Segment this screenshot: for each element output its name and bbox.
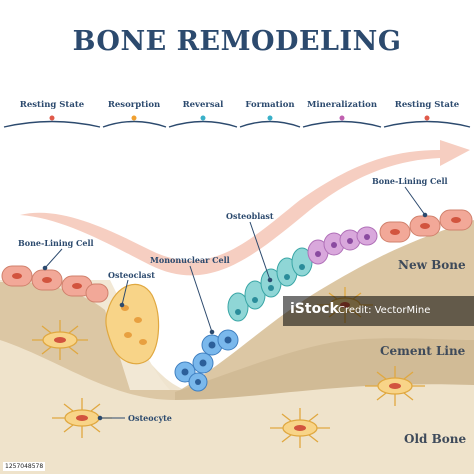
stage-timeline (3, 120, 471, 128)
bone-lining-cells-left (1, 265, 109, 303)
watermark-brand: iStock (290, 301, 339, 317)
label-cement-line: Cement Line (380, 344, 466, 358)
stage-label-resorption: Resorption (107, 100, 161, 110)
osteoblast-cell (244, 280, 266, 310)
stage-dot-resting-final (424, 115, 430, 121)
label-pointers (42, 186, 428, 421)
osteoclast-cell (105, 283, 160, 365)
label-old-bone: Old Bone (404, 432, 467, 446)
watermark-band (283, 296, 474, 326)
stage-label-resting: Resting State (19, 100, 85, 110)
stage-label-formation: Formation (245, 100, 295, 110)
stage-dot-resting (49, 115, 55, 121)
osteoblast-cells (227, 247, 313, 322)
osteoblast-cell (227, 292, 249, 322)
remodeling-arrow (20, 140, 470, 276)
stage-dot-mineralization (339, 115, 345, 121)
stage-label-resting-final: Resting State (394, 100, 460, 110)
label-mononuclear: Mononuclear Cell (150, 255, 230, 265)
osteocyte-cells (32, 287, 425, 448)
lining-cell (85, 283, 109, 303)
stage-dot-resorption (131, 115, 137, 121)
stage-dot-reversal (200, 115, 206, 121)
label-bone-lining-left: Bone-Lining Cell (18, 238, 94, 248)
old-bone-bottom (0, 340, 474, 474)
stage-label-reversal: Reversal (182, 100, 224, 110)
stock-image-id: 1257048578 (3, 462, 46, 471)
label-osteoblast: Osteoblast (226, 211, 274, 221)
mineralizing-cells (307, 226, 378, 265)
bone-lining-cells-right (379, 209, 473, 243)
watermark-credit: Credit: VectorMine (338, 305, 431, 316)
label-bone-lining-right: Bone-Lining Cell (372, 176, 448, 186)
stage-label-mineralization: Mineralization (306, 100, 377, 110)
label-osteoclast: Osteoclast (108, 270, 155, 280)
stage-dot-formation (267, 115, 273, 121)
label-new-bone: New Bone (398, 258, 466, 272)
page-title: BONE REMODELING (72, 26, 402, 57)
stage-dots (49, 115, 430, 121)
label-osteocyte: Osteocyte (128, 413, 172, 423)
